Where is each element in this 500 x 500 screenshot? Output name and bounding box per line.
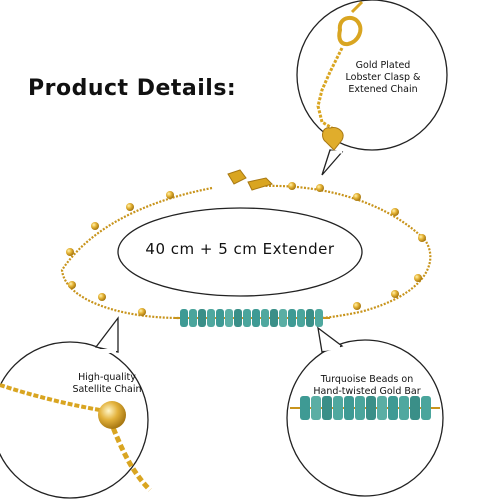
length-ellipse [117, 207, 363, 297]
callout-beads [286, 326, 444, 497]
beads-detail [290, 396, 440, 420]
callout-chain-line: Satellite Chain [72, 384, 142, 395]
callout-clasp [296, 0, 448, 176]
necklace-chain [60, 186, 213, 320]
callout-chain [0, 316, 152, 499]
necklace-clasp [227, 169, 247, 185]
callout-clasp-line: Extened Chain [348, 84, 418, 95]
callout-clasp-line: Lobster Clasp & [345, 72, 421, 83]
page-title: Product Details: [28, 76, 237, 101]
callout-chain-line: High-quality [78, 372, 136, 383]
callout-beads-line: Turquoise Beads on [320, 374, 414, 385]
necklace [60, 169, 432, 327]
necklace-chain-right [261, 184, 432, 320]
callout-clasp-line: Gold Plated [355, 60, 411, 71]
clasp-detail [316, 0, 364, 151]
callout-beads-text: Turquoise Beads on Hand-twisted Gold Bar [302, 374, 432, 398]
length-label: 40 cm + 5 cm Extender [145, 240, 335, 258]
callout-chain-text: High-quality Satellite Chain [62, 372, 152, 396]
chain-detail [0, 383, 152, 492]
callout-beads-line: Hand-twisted Gold Bar [313, 386, 421, 397]
callout-clasp-text: Gold Plated Lobster Clasp & Extened Chai… [328, 60, 438, 96]
satellite-beads [66, 182, 426, 316]
turquoise-bar [175, 309, 330, 327]
